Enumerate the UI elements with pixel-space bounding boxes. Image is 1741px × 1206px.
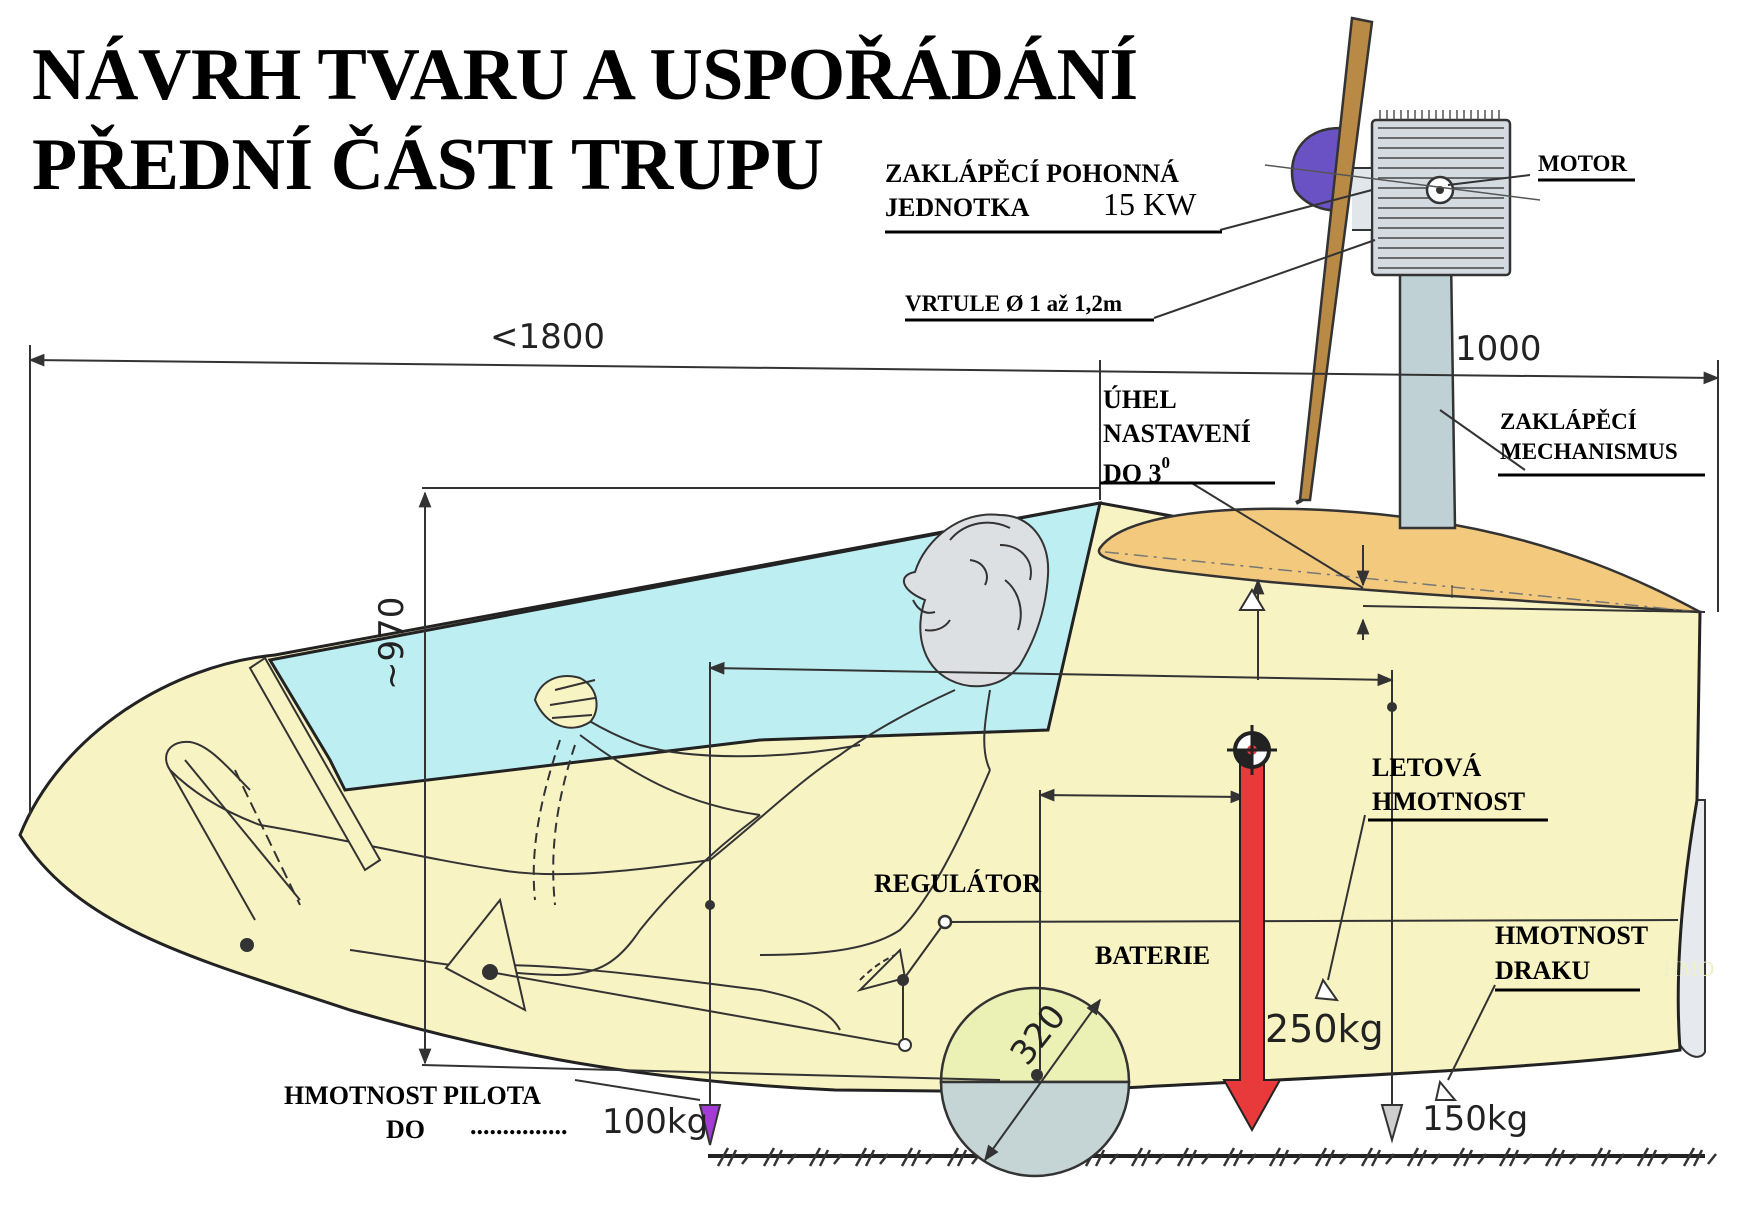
airframe-mass-value: 150kg <box>1422 1099 1529 1139</box>
height-dimension: ~970 <box>372 596 412 690</box>
motor-label: MOTOR <box>1538 151 1628 176</box>
airframe-mass-marker <box>1380 1104 1404 1144</box>
regulator-label: REGULÁTOR <box>874 869 1042 898</box>
motor-unit <box>1352 110 1512 277</box>
airframe-mass-label-line-2: DRAKU <box>1495 956 1591 985</box>
tilt-mechanism-label-line-1: ZAKLÁPĚCÍ <box>1500 409 1637 434</box>
angle-label-line-1: ÚHEL <box>1103 385 1177 414</box>
main-wheel <box>939 986 1131 1178</box>
pilot-mass-value: 100kg <box>602 1102 709 1142</box>
pilot-mass-label-line-2: DO <box>386 1115 425 1144</box>
canopy <box>267 501 1102 792</box>
flight-mass-value: 250kg <box>1265 1007 1384 1051</box>
propeller-label: VRTULE Ø 1 až 1,2m <box>905 291 1123 316</box>
propulsion-power: 15 KW <box>1103 186 1197 222</box>
battery-label: BATERIE <box>1095 941 1211 970</box>
flight-mass-label-line-2: HMOTNOST <box>1372 787 1526 816</box>
center-of-gravity-icon <box>1227 725 1277 775</box>
angle-label-line-3: DO 30 <box>1103 452 1170 491</box>
flight-mass-arrow <box>1222 759 1282 1133</box>
title-line-2: PŘEDNÍ ČÁSTI TRUPU <box>32 124 824 206</box>
pilot-figure <box>165 513 1050 1052</box>
ground-hatch-icon <box>708 1147 1717 1167</box>
pilot-mass-dots: ............... <box>470 1111 568 1140</box>
faded-label: HMO <box>1663 956 1715 981</box>
length-dimension: <1800 <box>490 317 606 357</box>
spinner <box>1290 126 1342 212</box>
angle-degree-superscript: 0 <box>1161 453 1171 472</box>
pilot-mass-marker <box>698 1104 722 1146</box>
tilt-mechanism-label-line-2: MECHANISMUS <box>1500 439 1678 464</box>
propulsion-label-line-2: JEDNOTKA <box>885 193 1030 222</box>
angle-label-line-2: NASTAVENÍ <box>1103 419 1251 448</box>
flight-mass-label-line-1: LETOVÁ <box>1372 753 1482 782</box>
pylon-dimension: 1000 <box>1455 329 1542 369</box>
propeller-blade <box>1298 16 1374 502</box>
pilot-mass-label-line-1: HMOTNOST PILOTA <box>284 1081 541 1110</box>
title-line-1: NÁVRH TVARU A USPOŘÁDÁNÍ <box>32 34 1138 116</box>
propulsion-label-line-1: ZAKLÁPĚCÍ POHONNÁ <box>885 159 1179 188</box>
airframe-mass-label-line-1: HMOTNOST <box>1495 921 1649 950</box>
angle-text: DO 3 <box>1103 459 1162 488</box>
dimension-lines <box>28 164 1720 1135</box>
